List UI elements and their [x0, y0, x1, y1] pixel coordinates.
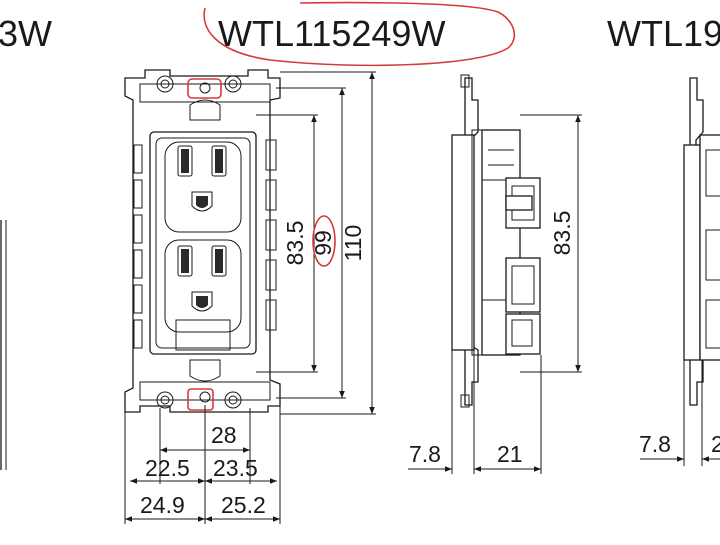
front-view — [124, 69, 281, 413]
side-dimensions — [408, 114, 582, 474]
dim-width-right-outer: 25.2 — [221, 492, 266, 518]
front-horizontal-dimensions — [124, 405, 281, 524]
right-dim-depth-body-partial: 2 — [711, 431, 720, 457]
dim-width-center: 28 — [211, 422, 237, 448]
side-dim-height: 83.5 — [549, 211, 575, 256]
title-red-annotation — [203, 1, 516, 67]
title-left-partial: 3W — [0, 13, 52, 54]
side-dim-depth-front: 7.8 — [409, 441, 441, 467]
dim-height-outer: 110 — [340, 225, 366, 262]
front-vertical-dimensions — [256, 71, 376, 415]
side-dim-depth-body: 21 — [497, 441, 523, 467]
dim-height-inner: 83.5 — [282, 221, 308, 266]
dim-width-left-outer: 24.9 — [140, 492, 185, 518]
title-center: WTL115249W — [218, 13, 445, 54]
dim-width-left-mid: 22.5 — [145, 455, 190, 481]
dim-height-mid-red-annotation — [312, 215, 336, 267]
dim-width-right-mid: 23.5 — [213, 455, 258, 481]
side-view — [451, 74, 541, 408]
title-right-partial: WTL19 — [607, 13, 720, 54]
right-dim-depth-front: 7.8 — [639, 431, 671, 457]
right-partial-view — [640, 77, 720, 466]
